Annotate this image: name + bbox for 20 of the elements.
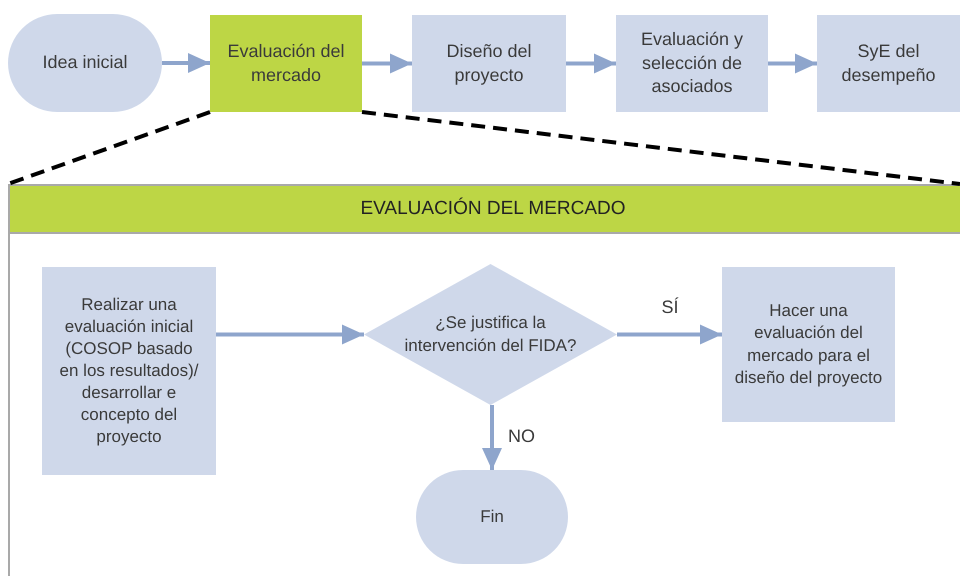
arrow xyxy=(768,54,817,74)
process-box: SyE del desempeño xyxy=(817,15,960,112)
arrow xyxy=(566,54,616,74)
zoom-guide-line xyxy=(362,110,960,186)
arrow xyxy=(162,53,210,73)
process-box: Diseño del proyecto xyxy=(412,15,566,112)
panel-heading: EVALUACIÓN DEL MERCADO xyxy=(10,186,960,234)
arrow xyxy=(216,324,364,344)
zoom-guide-line xyxy=(7,110,211,186)
process-box: Evaluación del mercado xyxy=(210,15,362,112)
process-box: Evaluación y selección de asociados xyxy=(616,15,768,112)
end-terminal: Fin xyxy=(416,470,568,564)
start-terminal: Idea inicial xyxy=(8,14,162,112)
arrow xyxy=(362,54,412,74)
process-box: Realizar una evaluación inicial (COSOP basado en los resultados)/ desarrollar e concepto del proyecto xyxy=(42,267,216,475)
arrow xyxy=(617,324,722,344)
process-box: Hacer una evaluación del mercado para el diseño del proyecto xyxy=(722,267,895,422)
decision-diamond: ¿Se justifica la intervención del FIDA? xyxy=(364,264,617,405)
arrow xyxy=(482,405,502,470)
detail-panel xyxy=(8,184,960,576)
